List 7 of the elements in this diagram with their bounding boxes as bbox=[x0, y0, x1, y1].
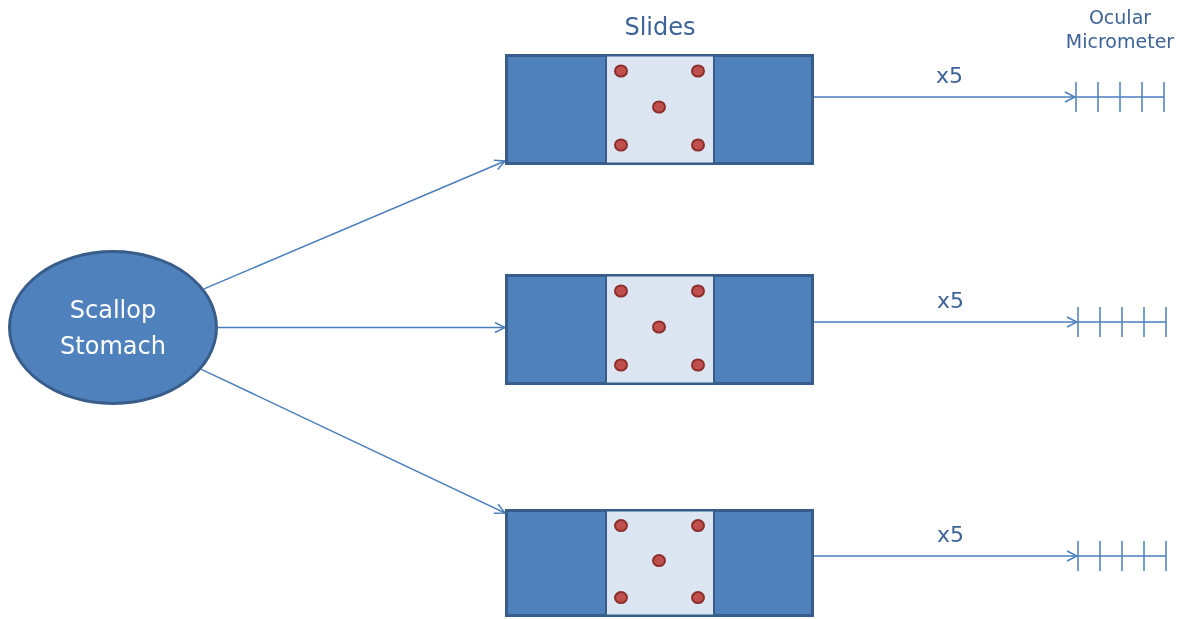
arrow bbox=[813, 91, 1076, 103]
arrow bbox=[813, 550, 1078, 562]
arrow bbox=[813, 316, 1078, 328]
arrow bbox=[217, 321, 506, 334]
node-text: Scallop Stomach bbox=[59, 294, 167, 362]
heading-label: Slides bbox=[623, 12, 697, 42]
heading-label: Ocular Micrometer bbox=[1064, 6, 1176, 54]
